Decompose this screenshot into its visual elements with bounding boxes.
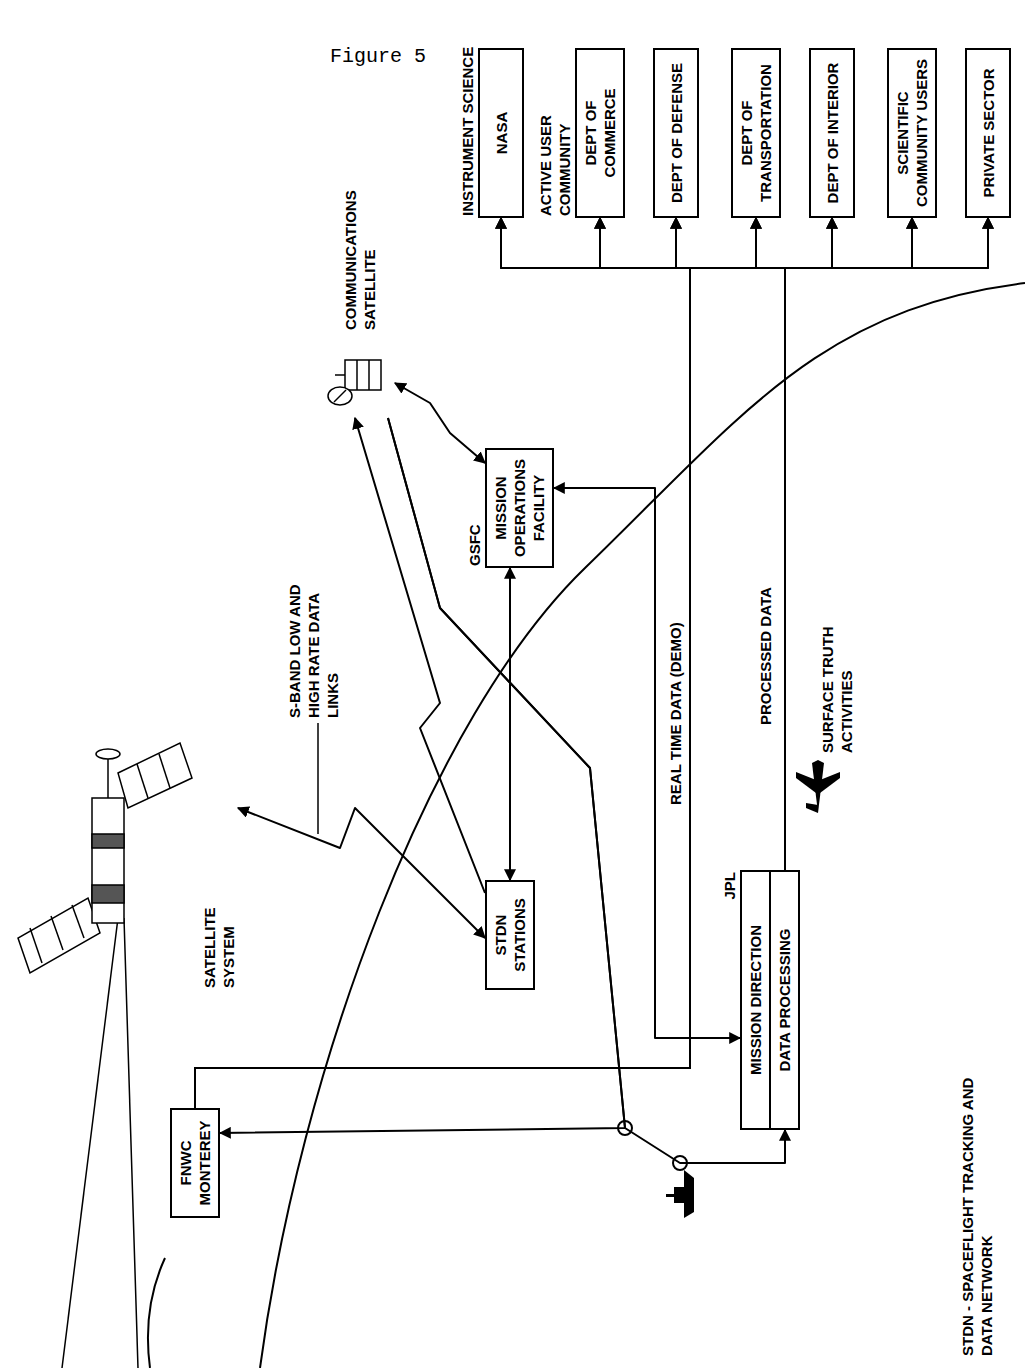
horizon-arc	[148, 1258, 165, 1368]
data-link	[195, 218, 690, 1108]
process-box: DEPT OF TRANSPORTATION	[731, 48, 781, 218]
note-label: S-BAND LOW AND HIGH RATE DATA LINKS	[285, 578, 342, 718]
antenna-dish	[328, 387, 352, 405]
satellite-drum	[345, 360, 381, 390]
data-link	[785, 218, 912, 870]
process-box: FNWC MONTEREY	[170, 1108, 220, 1218]
antenna-boom	[107, 756, 109, 798]
box-label: DEPT OF TRANSPORTATION	[737, 56, 775, 210]
comm-satellite-illustration	[328, 360, 381, 405]
earth-limb	[148, 283, 1025, 1368]
box-label: MISSION OPERATIONS FACILITY	[491, 456, 548, 560]
process-box: PRIVATE SECTOR	[965, 48, 1011, 218]
process-box: DEPT OF DEFENSE	[653, 48, 699, 218]
node-heading: GSFC	[465, 446, 484, 566]
satellite-body	[92, 798, 124, 923]
beam-line	[62, 918, 118, 1368]
panel-rib	[72, 905, 84, 938]
data-link	[220, 418, 625, 1133]
node-heading: ACTIVE USER COMMUNITY	[536, 86, 574, 216]
box-label: STDN STATIONS	[491, 888, 529, 982]
drum-rib	[368, 360, 370, 390]
box-label: FNWC MONTEREY	[176, 1116, 214, 1210]
data-link	[395, 383, 485, 463]
data-link	[355, 418, 485, 893]
solar-panel	[118, 743, 192, 808]
data-link	[195, 218, 756, 1108]
satellite-illustration	[18, 743, 192, 973]
data-link	[195, 218, 912, 1108]
process-box: GSFCMISSION OPERATIONS FACILITY	[485, 448, 554, 568]
data-link	[388, 418, 785, 1163]
horizon-arc	[260, 283, 1025, 1368]
edge-label: PROCESSED DATA	[756, 584, 775, 728]
data-link	[785, 218, 832, 870]
beam-line	[124, 918, 138, 1368]
antenna-mast	[335, 374, 345, 376]
box-label: SCIENTIFIC COMMUNITY USERS	[893, 56, 931, 210]
body-band	[92, 885, 124, 903]
box-label: MISSION DIRECTION	[742, 872, 769, 1128]
solar-panel	[18, 898, 100, 973]
data-link	[676, 218, 785, 870]
airplane-wing	[796, 772, 816, 793]
data-link	[785, 218, 988, 870]
box-label: DATA PROCESSING	[769, 872, 798, 1128]
box-label: COMMUNICATIONS SATELLITE	[341, 168, 379, 330]
note-label: SURFACE TRUTH ACTIVITIES	[818, 623, 856, 753]
data-link	[509, 568, 511, 880]
footprint-beams	[62, 918, 138, 1368]
ship-bridge	[674, 1187, 684, 1203]
satellite-node: SATELLITE SYSTEM	[8, 748, 238, 988]
airplane-silhouette	[796, 760, 840, 813]
panel-rib	[30, 928, 42, 963]
antenna-dish	[96, 749, 120, 759]
airplane-wing	[820, 772, 840, 793]
box-label: DEPT OF INTERIOR	[823, 56, 842, 210]
edge-label: REAL TIME DATA (DEMO)	[666, 619, 685, 808]
panel-rib	[159, 754, 170, 788]
data-link	[600, 218, 785, 870]
airplane-tail	[806, 803, 818, 813]
note-label: STDN - SPACEFLIGHT TRACKING AND DATA NET…	[958, 1036, 996, 1356]
process-box: SCIENTIFIC COMMUNITY USERS	[887, 48, 937, 218]
process-box: STDN STATIONS	[485, 880, 535, 990]
drum-rib	[356, 360, 358, 390]
process-box: ACTIVE USER COMMUNITYDEPT OF COMMERCE	[575, 48, 625, 218]
figure-title: Figure 5	[330, 45, 426, 68]
panel-rib	[51, 916, 63, 950]
ship-silhouette	[666, 1170, 694, 1218]
box-label: SATELLITE SYSTEM	[200, 868, 238, 988]
facility-box: JPLMISSION DIRECTIONDATA PROCESSING	[740, 870, 800, 1130]
data-link	[554, 488, 740, 1038]
box-label: NASA	[492, 56, 511, 210]
satellite-node: COMMUNICATIONS SATELLITE	[325, 168, 395, 418]
leader-line	[317, 723, 319, 834]
ship-hull	[684, 1170, 694, 1218]
node-heading: INSTRUMENT SCIENCE	[458, 16, 477, 216]
data-link	[195, 218, 832, 1108]
data-link	[756, 218, 785, 870]
data-link	[195, 218, 690, 1108]
data-link	[195, 218, 988, 1108]
node-heading: JPL	[720, 872, 739, 932]
ship-mast	[666, 1194, 674, 1197]
box-label: DEPT OF COMMERCE	[581, 56, 619, 210]
data-link	[238, 808, 485, 938]
box-label: PRIVATE SECTOR	[979, 56, 998, 210]
panel-rib	[137, 764, 148, 798]
box-label: DEPT OF DEFENSE	[667, 56, 686, 210]
body-band	[92, 834, 124, 848]
process-box: DEPT OF INTERIOR	[809, 48, 855, 218]
process-box: INSTRUMENT SCIENCENASA	[478, 48, 524, 218]
data-link	[195, 218, 690, 1108]
dish-grid	[334, 390, 346, 402]
